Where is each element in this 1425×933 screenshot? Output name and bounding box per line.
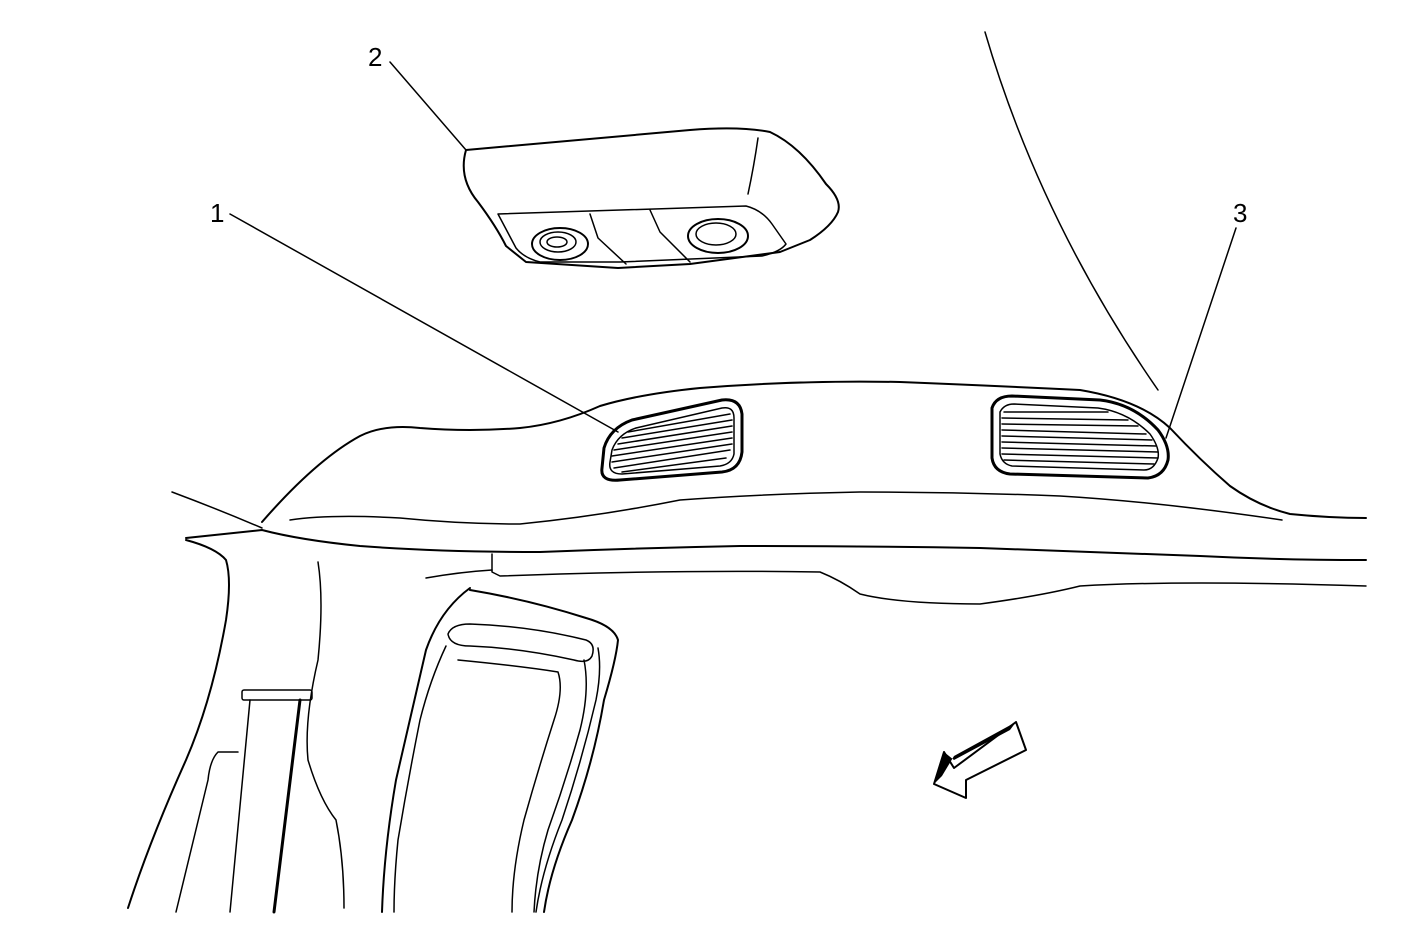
- leader-line-3: [1165, 227, 1237, 439]
- reading-lamp-right-icon: [687, 218, 749, 254]
- seat-frame-outer: [469, 589, 619, 913]
- b-pillar-outer: [127, 539, 230, 909]
- seat-inner-mid: [457, 659, 561, 913]
- callout-number-1: 1: [210, 198, 224, 228]
- rear-air-outlet-right: [990, 394, 1170, 480]
- console-inner-panel: [497, 205, 787, 263]
- seatback-top-line: [491, 553, 1367, 605]
- outlet-right-louvers: [1001, 411, 1159, 465]
- leader-lines: [229, 61, 1237, 439]
- pillar-top-line: [171, 491, 263, 529]
- callout-number-3: 3: [1233, 198, 1247, 228]
- seat-inner-left: [393, 645, 447, 913]
- seatback-rear-line: [425, 569, 493, 579]
- overhead-console: [462, 127, 840, 269]
- reading-lamp-left-icon: [531, 227, 589, 261]
- outlet-left-louvers: [611, 413, 733, 473]
- b-pillar-inner: [306, 561, 345, 909]
- console-housing: [462, 127, 840, 269]
- console-edge: [747, 137, 759, 195]
- roof-edge-curve: [984, 31, 1159, 391]
- seat-inner-right: [535, 647, 601, 913]
- console-divider: [589, 209, 691, 265]
- rear-air-outlet-left: [600, 398, 744, 482]
- trim-mid-edge: [289, 491, 1283, 525]
- trim-lower-edge: [185, 529, 1367, 561]
- seat-frame-left: [381, 587, 471, 913]
- seat-inner-right2: [533, 659, 587, 913]
- front-direction-arrow-icon: [933, 721, 1027, 799]
- seat-belt-guide: [175, 689, 313, 914]
- leader-line-1: [229, 213, 619, 433]
- callout-number-2: 2: [368, 42, 382, 72]
- leader-line-2: [389, 61, 467, 151]
- trim-upper-edge: [261, 380, 1367, 523]
- headliner-rear-trim: [171, 380, 1367, 561]
- headrest: [447, 623, 594, 663]
- rear-seat-area: [127, 539, 1367, 913]
